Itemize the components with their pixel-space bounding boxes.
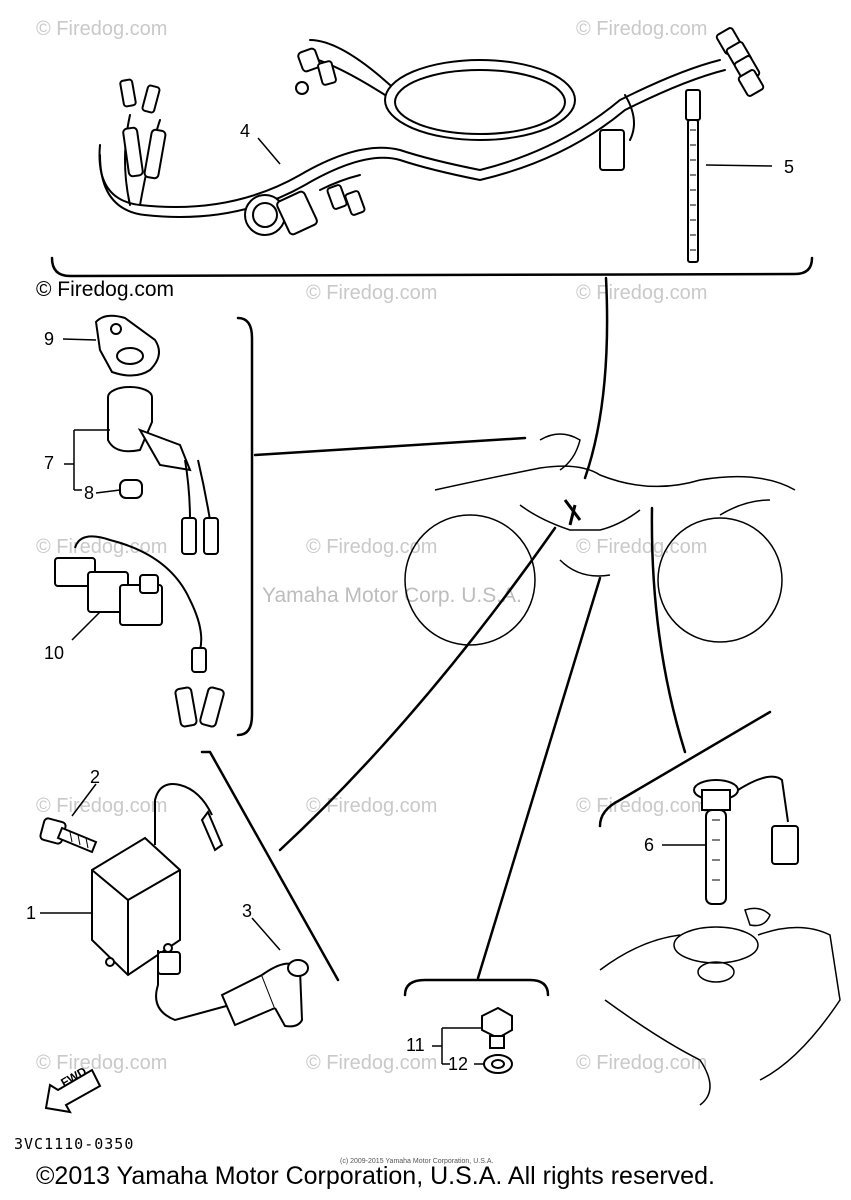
leader-coil: [278, 526, 557, 852]
bolt-washer: [481, 1006, 513, 1074]
callout-12: 12: [448, 1054, 469, 1074]
leader-switch-group: [253, 436, 527, 457]
callout-11: 11: [406, 1035, 425, 1055]
leader-sender: [650, 506, 687, 754]
main-switch: [107, 386, 219, 555]
callout-4: 4: [240, 121, 251, 141]
sender-group-bracket: [598, 710, 772, 828]
callout-leaders: [40, 137, 773, 1065]
bolt: [39, 817, 98, 854]
watermark-low-center: © Firedog.com: [306, 795, 438, 817]
cdi-unit: [54, 535, 225, 728]
wire-harness: [98, 39, 726, 218]
callout-1: 1: [26, 903, 37, 923]
plug-cap: [220, 959, 309, 1028]
ignition-coil: [91, 783, 231, 1022]
callout-6: 6: [644, 835, 655, 855]
copyright-notice: ©2013 Yamaha Motor Corporation, U.S.A. A…: [36, 1162, 715, 1190]
watermark-low-right: © Firedog.com: [576, 795, 708, 817]
callout-8: 8: [84, 483, 95, 503]
watermark-bottom-center: © Firedog.com: [306, 1052, 438, 1074]
watermark-bottom-right: © Firedog.com: [576, 1052, 708, 1074]
yamaha-watermark: Yamaha Motor Corp. U.S.A.: [262, 584, 522, 607]
plate: [94, 314, 160, 377]
motorcycle-outline: [404, 433, 796, 646]
watermark-top-left: © Firedog.com: [36, 18, 168, 40]
callout-5: 5: [784, 157, 795, 177]
cable-tie: [685, 89, 701, 263]
watermark-center-mid: © Firedog.com: [306, 536, 438, 558]
part-code: 3VC1110-0350: [14, 1135, 135, 1153]
coil-group-bracket: [200, 750, 340, 982]
watermark-mid-1: © Firedog.com: [306, 282, 438, 304]
fwd-arrow-icon: [44, 1068, 102, 1114]
watermark-right-mid: © Firedog.com: [576, 536, 708, 558]
callout-10: 10: [44, 643, 65, 663]
small-copyright: (c) 2009-2015 Yamaha Motor Corporation, …: [340, 1158, 494, 1165]
leader-bolt: [476, 576, 602, 980]
callout-2: 2: [90, 767, 101, 787]
callout-9: 9: [44, 329, 55, 349]
left-group-bracket: [236, 316, 254, 737]
watermark-low-left: © Firedog.com: [36, 795, 168, 817]
harness-connectors: [119, 27, 765, 236]
leader-harness: [583, 276, 609, 480]
watermark-bottom-left: © Firedog.com: [36, 1052, 168, 1074]
watermark-main-brand: © Firedog.com: [36, 278, 175, 301]
fuel-sender: [693, 775, 799, 905]
bolt-group-bracket: [403, 978, 550, 997]
callout-3: 3: [242, 901, 253, 921]
watermark-top-right: © Firedog.com: [576, 18, 708, 40]
watermark-mid-2: © Firedog.com: [576, 282, 708, 304]
top-group-bracket: [50, 256, 814, 278]
callout-7: 7: [44, 453, 55, 473]
watermark-left-mid: © Firedog.com: [36, 536, 168, 558]
fuel-tank-outline: [599, 907, 841, 1106]
